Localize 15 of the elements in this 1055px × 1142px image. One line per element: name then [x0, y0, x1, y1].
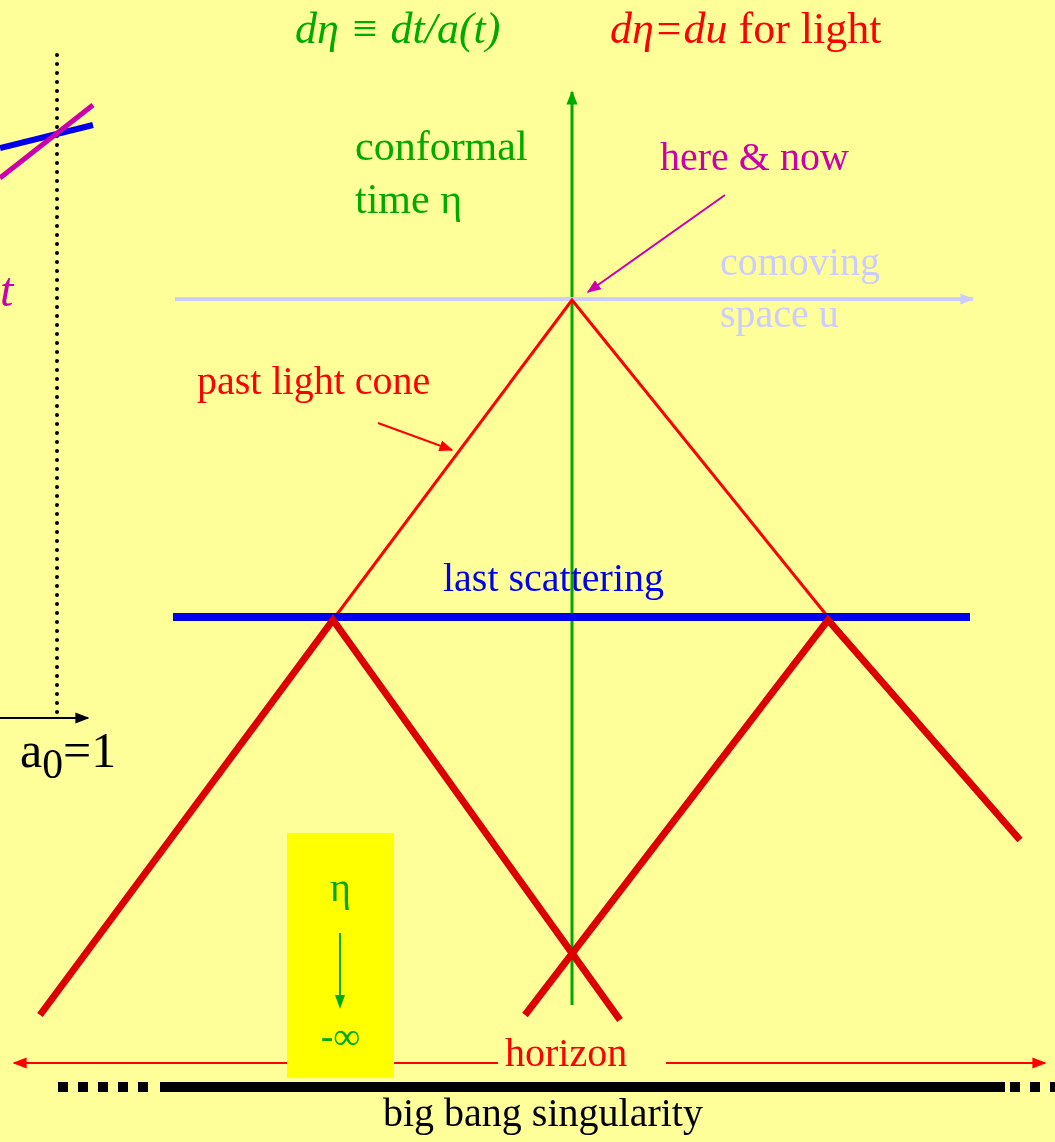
annotation-text: past light cone	[197, 358, 431, 404]
label-text: comoving space u	[720, 238, 881, 338]
leader-arrow	[377, 422, 454, 451]
leader-arrow	[586, 194, 726, 293]
symbol-text: -∞	[319, 1015, 362, 1059]
label-text: horizon	[505, 1030, 628, 1076]
symbol-text: η	[329, 865, 352, 911]
label-text: dη=du for light	[610, 4, 882, 55]
label-text: big bang singularity	[383, 1090, 703, 1136]
label-text: a$_{0}$=1	[20, 722, 117, 789]
highlight-box	[287, 833, 394, 1078]
annotation-text: here & now	[660, 134, 849, 180]
label-text: conformal time η	[355, 122, 529, 224]
label-text: t	[0, 262, 14, 318]
label-text: dη ≡ dt/a(t)	[295, 4, 501, 55]
